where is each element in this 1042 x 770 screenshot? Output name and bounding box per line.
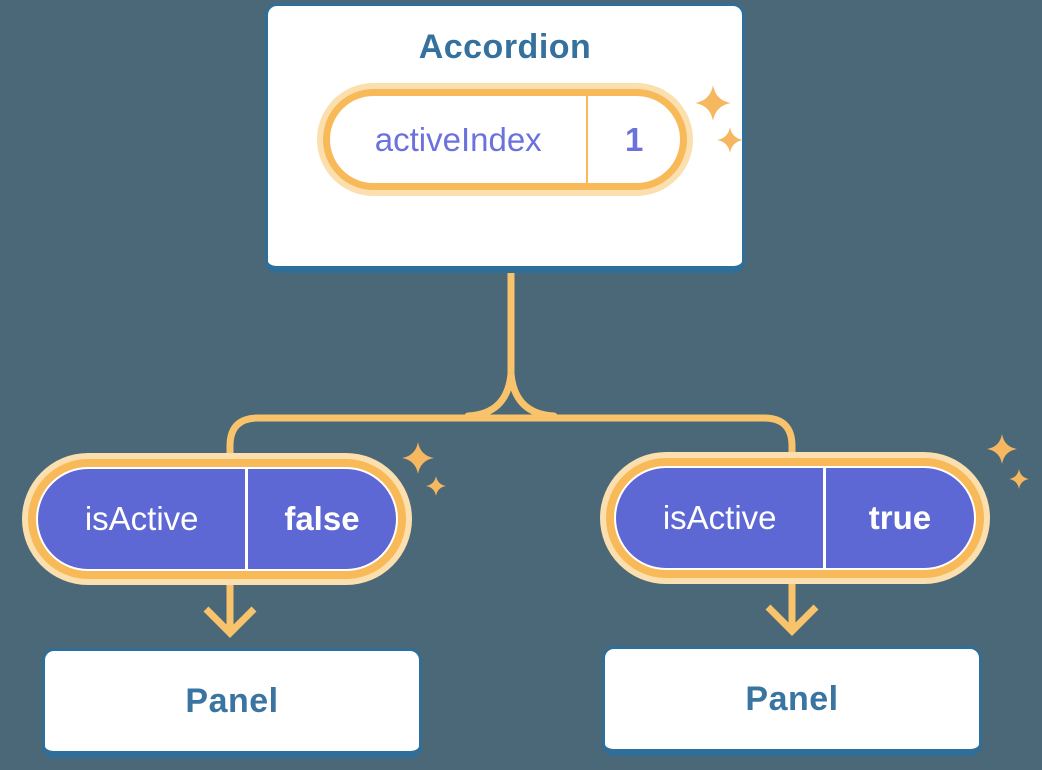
- prop-pill-value: false: [284, 500, 360, 537]
- prop-pill-isactive-true: isActive true: [600, 452, 990, 584]
- prop-pill-name: isActive: [662, 499, 777, 536]
- state-pill-name: activeIndex: [374, 120, 542, 158]
- connector-fillet-right: [507, 370, 558, 420]
- state-pill-body: activeIndex 1: [323, 89, 687, 190]
- panel-card-label: Panel: [185, 681, 279, 720]
- panel-card-label: Panel: [745, 679, 839, 718]
- sparkle-icon: [717, 127, 743, 153]
- prop-pill-glow-ring: isActive true: [600, 452, 990, 584]
- pill-divider: [245, 469, 248, 569]
- accordion-card-title: Accordion: [418, 28, 592, 66]
- sparkle-icon: [402, 442, 434, 474]
- sparkle-icon: [695, 85, 731, 121]
- state-pill-activeindex: activeIndex 1: [317, 67, 693, 196]
- connector-branch: [226, 414, 796, 460]
- prop-pill-name: isActive: [84, 500, 199, 537]
- connector-fillet-left: [464, 370, 515, 420]
- pill-divider: [823, 468, 826, 568]
- accordion-card: Accordion activeIndex 1: [265, 3, 745, 273]
- prop-pill-orange-ring: isActive false: [28, 459, 406, 579]
- sparkle-icon: [1009, 469, 1029, 489]
- arrow-down-icon: [203, 583, 257, 638]
- prop-pill-body: isActive true: [614, 466, 976, 570]
- prop-pill-body: isActive false: [36, 467, 398, 571]
- state-pill-value: 1: [625, 120, 644, 158]
- sparkle-icon: [426, 476, 446, 496]
- state-pill-glow-ring: activeIndex 1: [317, 83, 693, 196]
- panel-card-left: Panel: [42, 648, 422, 758]
- prop-pill-value: true: [868, 499, 932, 536]
- arrow-down-icon: [765, 581, 819, 636]
- prop-pill-isactive-false: isActive false: [22, 453, 412, 585]
- prop-pill-glow-ring: isActive false: [22, 453, 412, 585]
- panel-card-right: Panel: [602, 646, 982, 756]
- pill-divider: [586, 96, 589, 183]
- sparkle-icon: [987, 434, 1017, 464]
- prop-pill-orange-ring: isActive true: [606, 458, 984, 578]
